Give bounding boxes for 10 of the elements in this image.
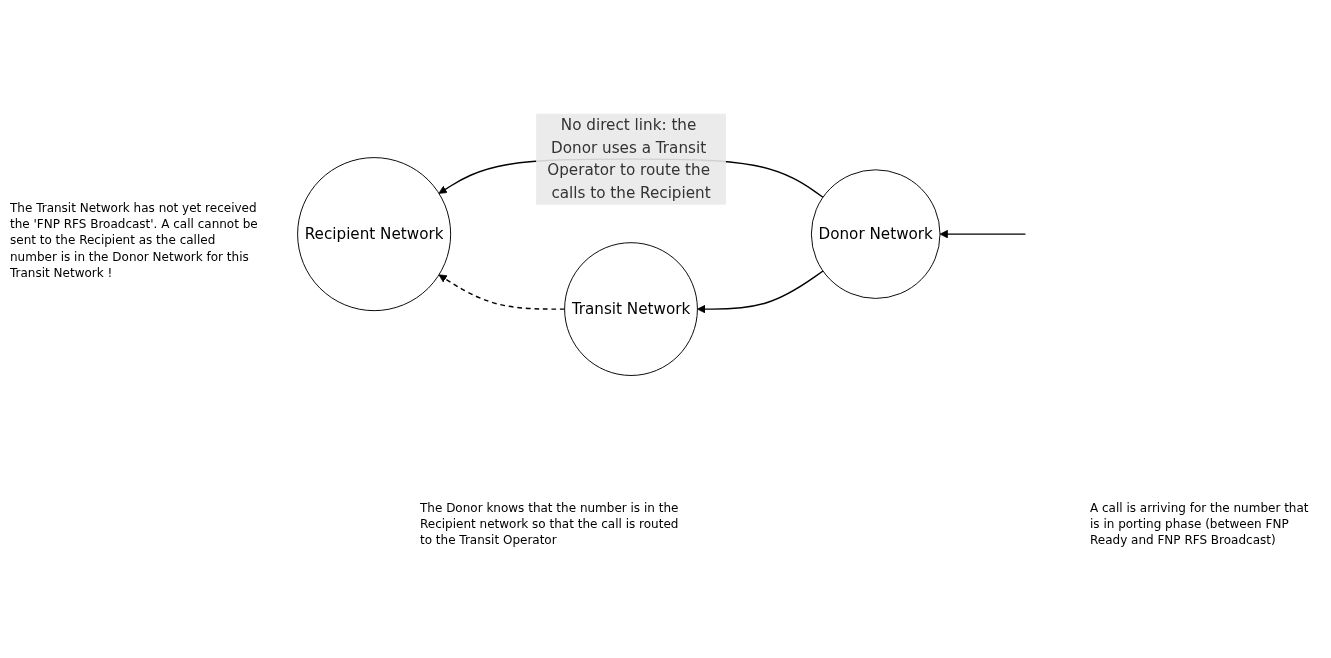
node-circle: Transit Network <box>564 242 698 377</box>
note-text: The Transit Network has not yet received the 'FNP RFS Broadcast'. A call cannot be sent to the Recipient as the called number is in the Donor Network for this Transit Network ! <box>10 200 259 281</box>
arrow <box>438 274 566 311</box>
note-text: A call is arriving for the number that is in porting phase (between FNP Ready and FNP RFS Broadcast) <box>1090 500 1310 549</box>
edge-label: No direct link: the Donor uses a Transit Operator to route the calls to the Recipient <box>547 115 711 203</box>
note-text: The Donor knows that the number is in the Recipient network so that the call is routed to the Transit Operator <box>420 500 680 549</box>
node-circle: Recipient Network <box>297 157 452 312</box>
arrow <box>697 270 824 314</box>
arrow <box>939 230 1027 239</box>
node-circle: Donor Network <box>810 169 941 300</box>
